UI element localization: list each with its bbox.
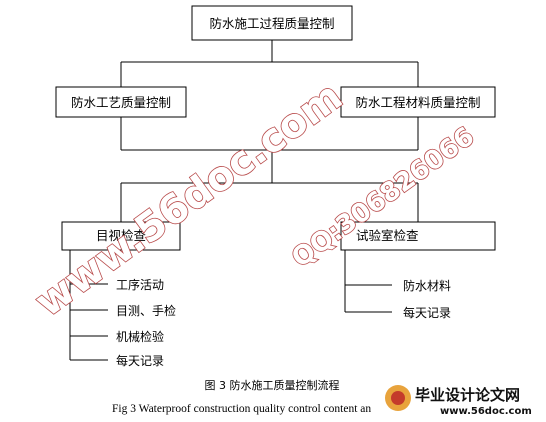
- root-label: 防水施工过程质量控制: [209, 16, 334, 31]
- lab-inspection-label: 试验室检查: [356, 228, 419, 243]
- process-control-box: [55, 86, 187, 118]
- site-logo: 毕业设计论文网 www.56doc.com: [385, 385, 532, 417]
- visual-inspection-label: 目视检查: [96, 228, 147, 243]
- left-item-3: 机械检验: [116, 329, 164, 344]
- right-item-2: 每天记录: [403, 305, 451, 320]
- root-box: [191, 5, 353, 41]
- caption-english: Fig 3 Waterproof construction quality co…: [112, 403, 371, 415]
- logo-url: www.56doc.com: [440, 406, 532, 417]
- left-item-1: 工序活动: [116, 277, 164, 292]
- material-control-label: 防水工程材料质量控制: [355, 95, 480, 110]
- logo-title: 毕业设计论文网: [415, 386, 520, 404]
- left-item-2: 目测、手检: [116, 303, 176, 318]
- right-item-1: 防水材料: [403, 278, 451, 293]
- lab-inspection-box: [340, 221, 496, 251]
- connector-lines: [69, 40, 419, 361]
- caption-chinese: 图 3 防水施工质量控制流程: [205, 378, 340, 392]
- visual-inspection-box: [61, 221, 181, 251]
- watermark-qq: QQ:306826066: [286, 122, 480, 274]
- left-item-4: 每天记录: [116, 353, 164, 368]
- process-control-label: 防水工艺质量控制: [71, 95, 171, 110]
- material-control-box: [340, 86, 496, 118]
